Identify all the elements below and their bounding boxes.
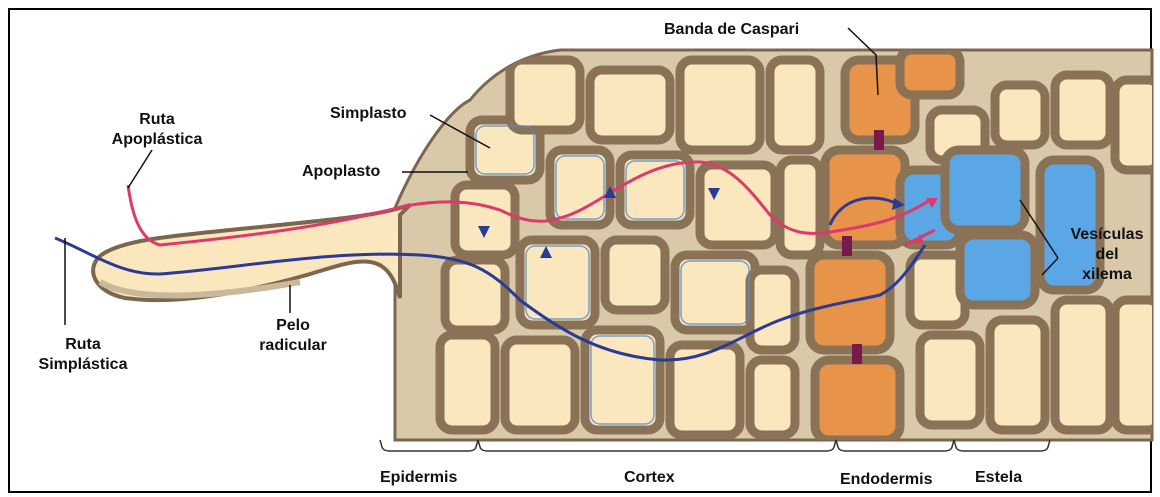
region-brackets <box>380 440 1050 451</box>
label-ruta-simplastica: Ruta Simplástica <box>28 335 138 375</box>
label-banda-de-caspari: Banda de Caspari <box>664 20 799 40</box>
label-ruta-apoplastica-line1: Ruta <box>102 110 212 130</box>
label-vesiculas-line1: Vesículas <box>1062 225 1152 245</box>
label-region-endodermis: Endodermis <box>840 470 932 490</box>
label-pelo-radicular-line1: Pelo <box>248 316 338 336</box>
label-pelo-radicular-line2: radicular <box>248 336 338 356</box>
label-region-estela: Estela <box>975 468 1022 488</box>
label-vesiculas-line3: xilema <box>1062 265 1152 285</box>
label-vesiculas-line2: del <box>1062 245 1152 265</box>
label-region-epidermis: Epidermis <box>380 468 457 488</box>
label-apoplasto: Apoplasto <box>302 162 380 182</box>
label-ruta-apoplastica-line2: Apoplástica <box>102 130 212 150</box>
label-vesiculas-del-xilema: Vesículas del xilema <box>1062 225 1152 285</box>
label-pelo-radicular: Pelo radicular <box>248 316 338 356</box>
label-ruta-simplastica-line2: Simplástica <box>28 355 138 375</box>
label-region-cortex: Cortex <box>624 468 675 488</box>
cortex-cells <box>440 60 820 435</box>
root-hair <box>93 205 410 300</box>
label-ruta-apoplastica: Ruta Apoplástica <box>102 110 212 150</box>
label-ruta-simplastica-line1: Ruta <box>28 335 138 355</box>
label-simplasto: Simplasto <box>330 104 406 124</box>
